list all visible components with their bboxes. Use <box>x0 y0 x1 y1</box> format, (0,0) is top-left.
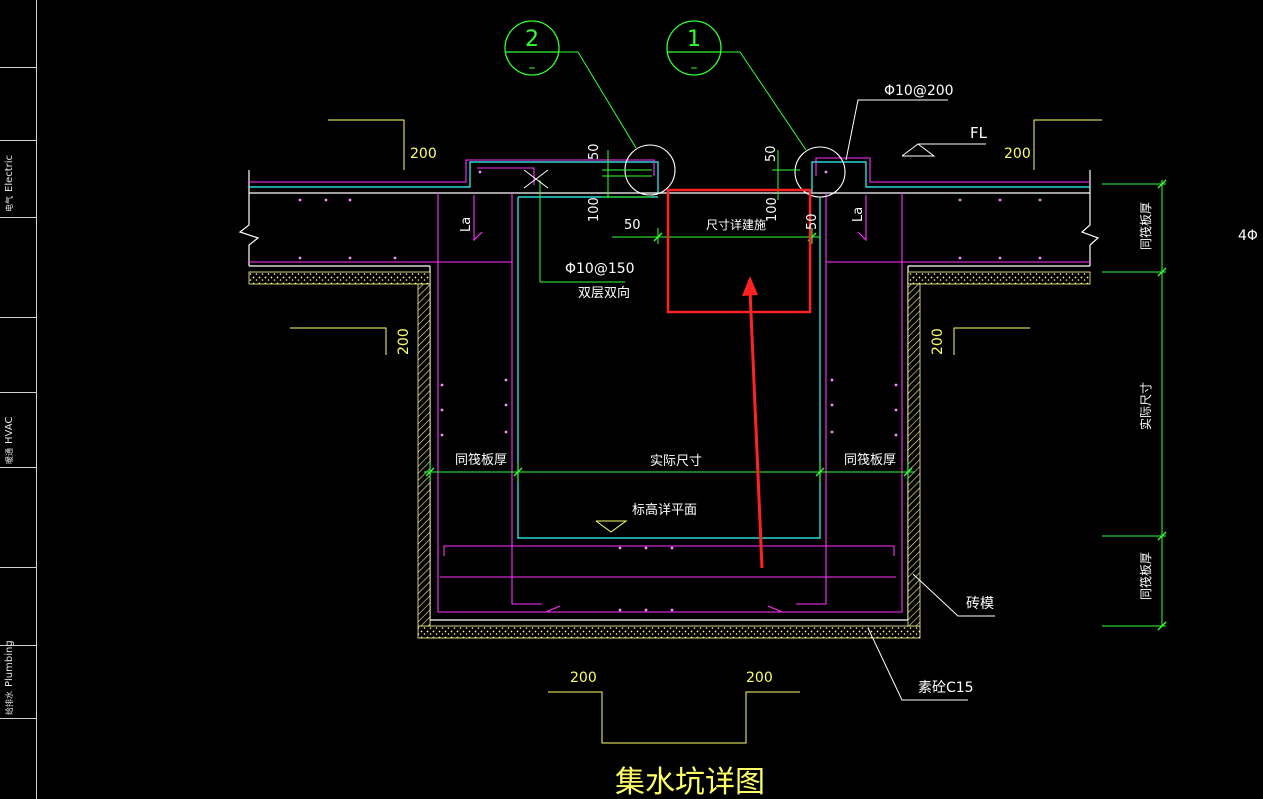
dim-200-top-right: 200 <box>1004 146 1031 162</box>
rebar-top-label: Φ10@200 <box>884 83 954 99</box>
pit-inner-outline <box>249 161 1090 539</box>
dim-100-b: 100 <box>765 197 780 222</box>
rebar-slab-label: Φ10@150 <box>565 261 635 277</box>
floor-level-label: FL <box>970 124 988 142</box>
plain-concrete-label: 素砼C15 <box>918 680 974 696</box>
detail-title: 集水坑详图 <box>615 765 765 799</box>
rebar-lines <box>249 157 1090 613</box>
elevation-note: 标高详平面 <box>632 502 697 518</box>
sidebar-cell-blank-2 <box>0 217 36 318</box>
sidebar-cell-top <box>0 0 36 68</box>
dimension-ticks <box>425 179 1167 631</box>
rebar-dots <box>298 170 1042 612</box>
dim-50-c: 50 <box>764 145 779 162</box>
brick-mold-hatch <box>417 283 921 627</box>
concrete-cushion-hatch <box>248 271 1091 639</box>
sidebar-tab-plumbing[interactable]: 给排水Plumbing <box>0 640 36 719</box>
leader-lines <box>523 99 995 701</box>
dim-200-bottom-left: 200 <box>570 670 597 686</box>
lap-length-right: La <box>851 207 866 222</box>
highlight-annotation[interactable] <box>666 188 812 569</box>
level-markers <box>290 119 1102 744</box>
callout-1[interactable]: 1 – <box>666 20 807 151</box>
sidebar-tab-electric[interactable]: 电气Electric <box>0 140 36 218</box>
lap-length-left: La <box>459 217 474 232</box>
size-per-architecture: 尺寸详建施 <box>706 217 766 232</box>
right-dim-top-label: 同筏板厚 <box>1139 202 1153 250</box>
sidebar-tab-hvac[interactable]: 暖通HVAC <box>0 392 36 468</box>
drawing-labels: Φ10@200 FL Φ10@150 双层双向 200 200 200 200 … <box>396 83 1258 799</box>
right-dim-mid-label: 实际尺寸 <box>1138 382 1153 430</box>
dim-200-top-left: 200 <box>410 146 437 162</box>
dim-50-a: 50 <box>587 143 602 160</box>
dim-200-mid-left: 200 <box>396 328 412 355</box>
callout-2[interactable]: 2 – <box>504 20 637 149</box>
callout-1-sub: – <box>691 60 698 76</box>
dim-50-b: 50 <box>624 218 641 233</box>
sidebar-cell-blank-5 <box>0 567 36 646</box>
same-slab-left: 同筏板厚 <box>455 452 507 468</box>
actual-size-label: 实际尺寸 <box>650 454 702 469</box>
callout-1-number: 1 <box>687 27 701 52</box>
callout-2-sub: – <box>529 60 536 76</box>
dim-100-a: 100 <box>587 197 602 222</box>
brick-mold-label: 砖模 <box>966 596 994 612</box>
sidebar-cell-blank-3 <box>0 317 36 393</box>
dimension-lines <box>424 150 1166 627</box>
dim-200-mid-right: 200 <box>930 328 946 355</box>
discipline-sidebar: 电气Electric 暖通HVAC 给排水Plumbing <box>0 0 37 799</box>
rebar-slab-note: 双层双向 <box>578 285 630 301</box>
right-dim-bottom-label: 同筏板厚 <box>1139 552 1153 600</box>
edge-text-right: 4Φ <box>1238 228 1258 244</box>
sidebar-cell-blank-4 <box>0 467 36 568</box>
dim-200-bottom-right: 200 <box>746 670 773 686</box>
sidebar-cell-blank-1 <box>0 67 36 141</box>
dim-50-d: 50 <box>805 213 820 230</box>
callout-2-number: 2 <box>525 27 539 52</box>
same-slab-right: 同筏板厚 <box>844 452 896 468</box>
